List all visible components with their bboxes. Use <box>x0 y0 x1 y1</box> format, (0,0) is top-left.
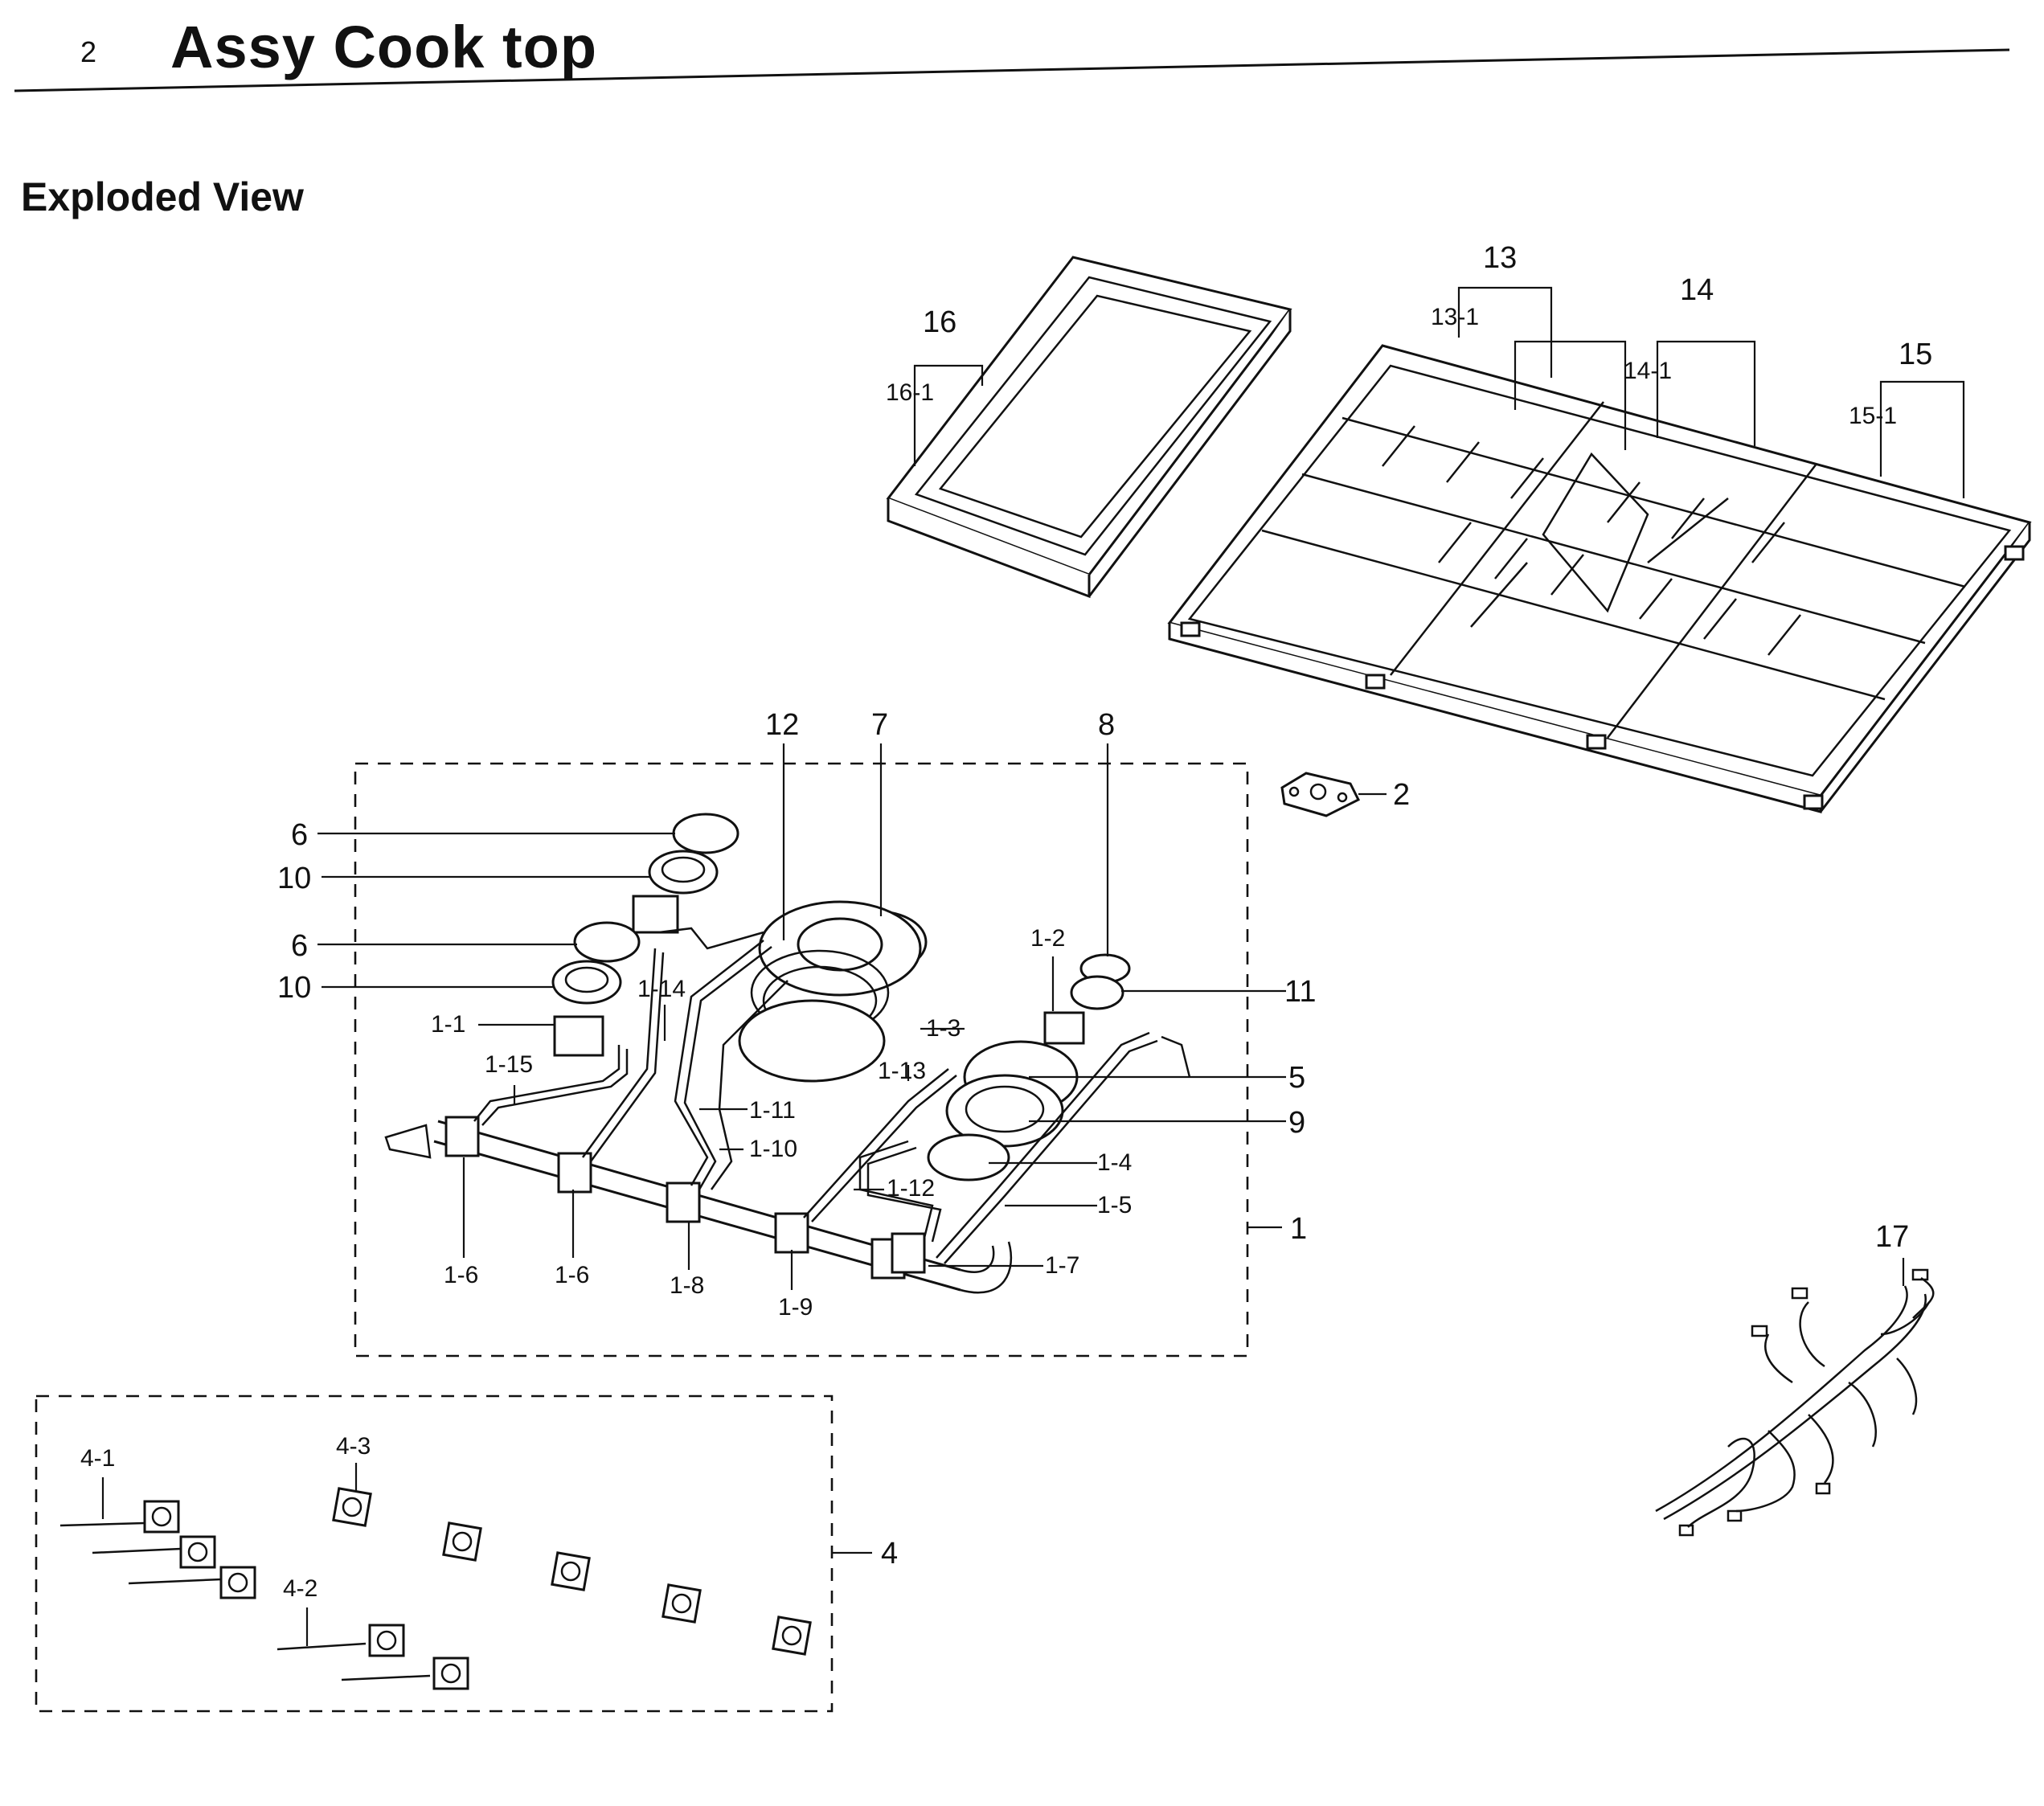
callout-12: 12 <box>765 708 800 742</box>
callout-1-9: 1-9 <box>778 1294 813 1321</box>
callout-1-2: 1-2 <box>1030 925 1066 952</box>
callout-6-upper: 6 <box>291 818 309 852</box>
orifice-plate <box>1280 772 1361 817</box>
wire-harness <box>1655 1268 1935 1537</box>
callout-13-1: 13-1 <box>1431 304 1480 330</box>
callout-1-6-b: 1-6 <box>555 1262 590 1288</box>
callout-1-8: 1-8 <box>670 1272 705 1299</box>
exploded-view-title: Exploded View <box>21 174 304 219</box>
burner-center-large <box>738 900 928 1083</box>
gas-tubes <box>473 927 1191 1264</box>
section-number: 2 <box>80 35 97 68</box>
callout-1-14: 1-14 <box>637 976 686 1002</box>
callout-1-10: 1-10 <box>749 1136 798 1162</box>
valves <box>444 1116 926 1280</box>
callout-1-12: 1-12 <box>887 1175 936 1202</box>
burner-left-upper <box>632 813 739 934</box>
callout-16-1: 16-1 <box>886 379 935 406</box>
griddle-part <box>886 256 1292 599</box>
callout-13: 13 <box>1483 241 1518 275</box>
grate-assembly <box>1167 344 2032 813</box>
callout-1-7: 1-7 <box>1045 1252 1080 1279</box>
callout-11: 11 <box>1284 975 1317 1009</box>
callout-1-6-a: 1-6 <box>444 1262 479 1288</box>
callout-15: 15 <box>1899 338 1933 371</box>
callout-1-3: 1-3 <box>926 1015 961 1042</box>
callout-10-lower: 10 <box>277 971 312 1005</box>
callout-17: 17 <box>1875 1220 1910 1254</box>
burner-right-medium <box>927 1040 1079 1181</box>
burner-left-lower <box>551 921 641 1057</box>
callout-16: 16 <box>923 305 957 339</box>
callout-1-4: 1-4 <box>1097 1149 1133 1176</box>
callout-1: 1 <box>1290 1212 1308 1246</box>
callout-1-5: 1-5 <box>1097 1192 1133 1218</box>
callout-5: 5 <box>1288 1061 1306 1095</box>
callout-9: 9 <box>1288 1106 1306 1140</box>
callout-4: 4 <box>881 1537 899 1571</box>
callout-8: 8 <box>1098 708 1116 742</box>
callout-6-lower: 6 <box>291 929 309 963</box>
callout-1-11: 1-11 <box>749 1097 796 1124</box>
callout-2: 2 <box>1393 778 1411 812</box>
callout-7: 7 <box>871 708 889 742</box>
callout-14-1: 14-1 <box>1624 358 1673 384</box>
callout-15-1: 15-1 <box>1849 403 1898 429</box>
callout-4-2: 4-2 <box>283 1575 318 1602</box>
callout-1-1: 1-1 <box>431 1011 466 1038</box>
callout-10-upper: 10 <box>277 862 312 895</box>
knob-switches <box>59 1487 812 1690</box>
callout-1-13: 1-13 <box>878 1058 927 1084</box>
callout-14: 14 <box>1680 273 1714 307</box>
section-title: Assy Cook top <box>170 14 598 80</box>
callout-4-1: 4-1 <box>80 1445 116 1472</box>
callout-4-3: 4-3 <box>336 1433 371 1460</box>
callout-1-15: 1-15 <box>485 1051 534 1078</box>
burner-right-small <box>1043 953 1131 1045</box>
